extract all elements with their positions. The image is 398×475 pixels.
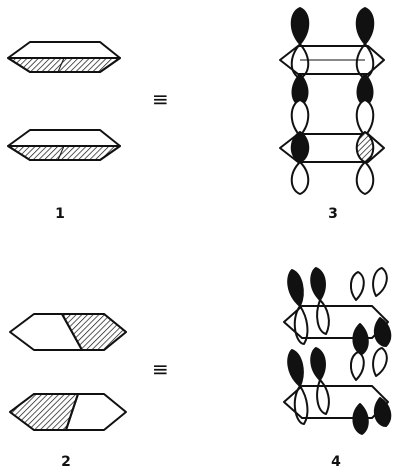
structure-1-top-prism bbox=[7, 41, 121, 73]
equivalence-symbol-bottom: ≡ bbox=[152, 357, 169, 381]
label-1: 1 bbox=[55, 206, 65, 222]
structure-2-top-prism bbox=[9, 313, 127, 351]
structure-2-bottom-prism bbox=[9, 393, 127, 431]
structure-4-lower-orbitals bbox=[283, 347, 392, 435]
structure-3-upper-orbitals bbox=[279, 7, 385, 107]
equivalence-symbol-top: ≡ bbox=[152, 87, 169, 111]
label-2: 2 bbox=[61, 454, 71, 470]
structure-4-upper-orbitals bbox=[283, 267, 392, 355]
structure-3-lower-orbitals bbox=[279, 99, 385, 195]
structure-1-bottom-prism bbox=[7, 129, 121, 161]
label-4: 4 bbox=[331, 454, 341, 470]
label-3: 3 bbox=[328, 206, 338, 222]
